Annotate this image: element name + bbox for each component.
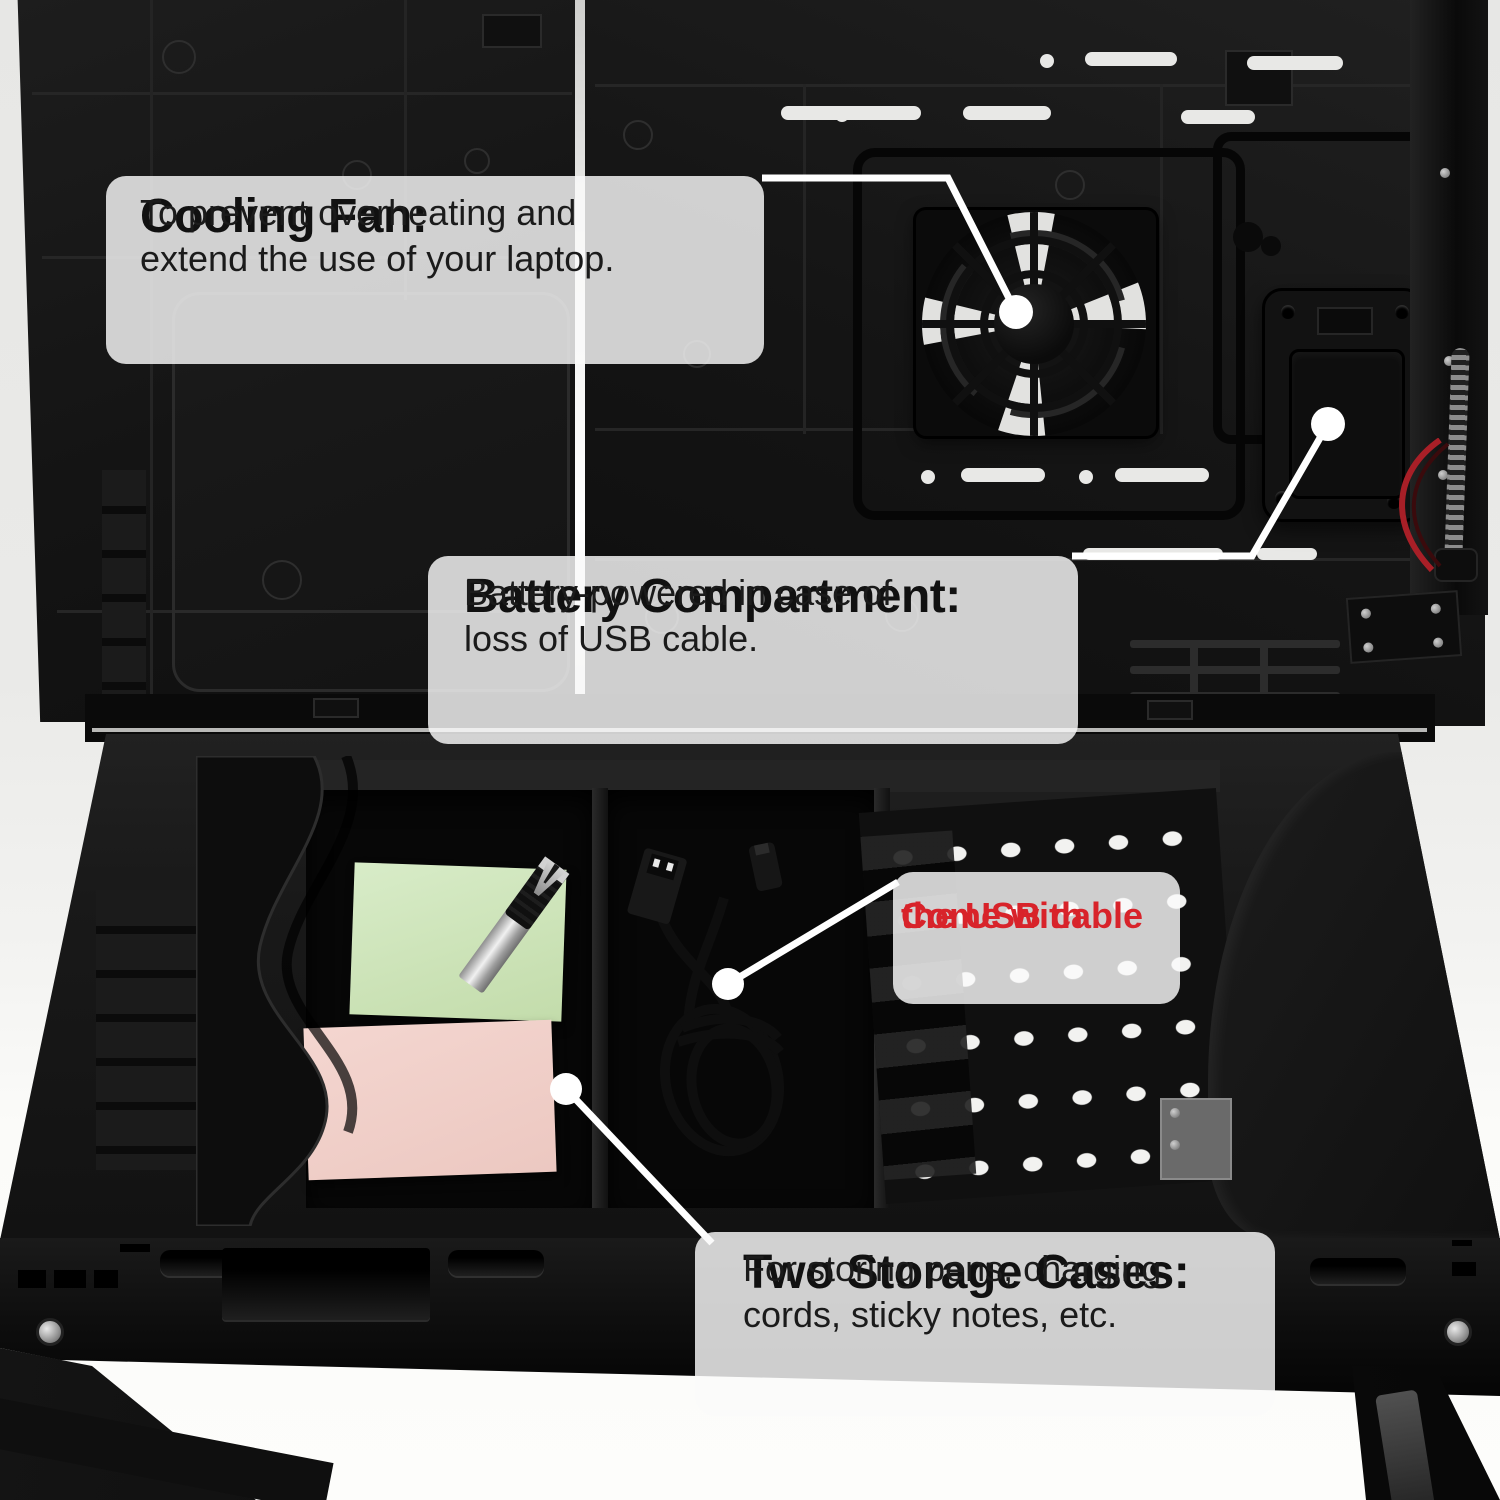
panel-dimple [464,148,490,174]
vent-hole-square [18,1270,46,1288]
compartment-divider [592,788,608,1208]
vent-slot [963,106,1051,120]
lamp-mount-bracket [1345,590,1463,664]
usb-label-line1: Come with [901,895,1084,936]
hinge-clip [482,14,542,48]
battery-label-title: Battery Compartment: [464,570,961,623]
screw-hole [1395,305,1409,319]
panel-dimple [623,120,653,150]
handle-recess [222,1248,430,1320]
cooling-fan [922,212,1146,436]
usb-cable-label: Come with the USB cable [893,872,1180,1004]
vent-hole-square [54,1270,86,1288]
fan-hub [994,284,1074,364]
vent-hole-square [94,1270,118,1288]
cooling-fan-label-body: To prevent overheating and extend the us… [140,192,615,279]
panel-rib [803,84,806,434]
vent-slot [921,470,935,484]
battery-label-body: Battery-powered in case of loss of USB c… [464,572,893,659]
panel-dimple [262,560,302,600]
storage-label-title: Two Storage Cases: [743,1246,1190,1299]
usb-a-connector [627,848,687,924]
fan-support-frame [853,148,1245,520]
adjustment-knob [1233,222,1263,252]
panel-rib [595,84,1455,87]
panel-rib [1160,84,1163,434]
vent-slot [781,106,921,120]
usb-label-line2: the USB cable [901,895,1144,936]
battery-compartment [1262,288,1424,522]
micro-usb-connector [749,842,783,891]
curved-hand-rest [1208,752,1500,1238]
gooseneck-elbow [1434,548,1478,582]
latch-slot [448,1250,544,1276]
vent-slot [1040,54,1054,68]
vent-slot [1257,548,1317,560]
screw-hole [1275,491,1289,505]
screw [1444,1318,1472,1346]
adjustment-knob [1261,236,1281,256]
battery-compartment-label: Battery Compartment: Battery-powered in … [428,556,1078,744]
vent-slot [1181,110,1255,124]
screw [1440,168,1450,178]
panel-dimple [162,40,196,74]
latch-slot [1310,1258,1406,1284]
vent-hole-square [1452,1262,1476,1276]
panel-rib [57,610,572,613]
vent-slot [1083,548,1223,560]
screw-hole [1281,305,1295,319]
cooling-fan-label-title: Cooling Fan: [140,190,428,243]
vent-slot [1247,56,1343,70]
curved-handle-ridge [196,756,358,1226]
vent-slot [961,468,1045,482]
usb-cable [627,842,785,1157]
battery-cover-clip [1317,307,1373,335]
screw [1444,356,1454,366]
vent-hole-square [1452,1240,1472,1246]
battery-cover [1289,349,1405,499]
vent-slot [1085,52,1177,66]
panel-grooves [102,470,146,700]
panel-gap [575,0,585,740]
storage-cases-label: Two Storage Cases: For storing pens, cha… [695,1232,1275,1416]
panel-dimple [1055,170,1085,200]
screw [36,1318,64,1346]
compartment-back-wall [290,760,1220,792]
vent-slot [835,108,849,122]
panel-rib [32,92,572,95]
vent-hole-square [120,1244,150,1252]
folded-lamp-clamp [1160,1098,1232,1180]
storage-label-body: For storing pens, charging cords, sticky… [743,1248,1162,1335]
cooling-fan-label: Cooling Fan: To prevent overheating and … [106,176,764,364]
panel-rib [404,0,407,300]
